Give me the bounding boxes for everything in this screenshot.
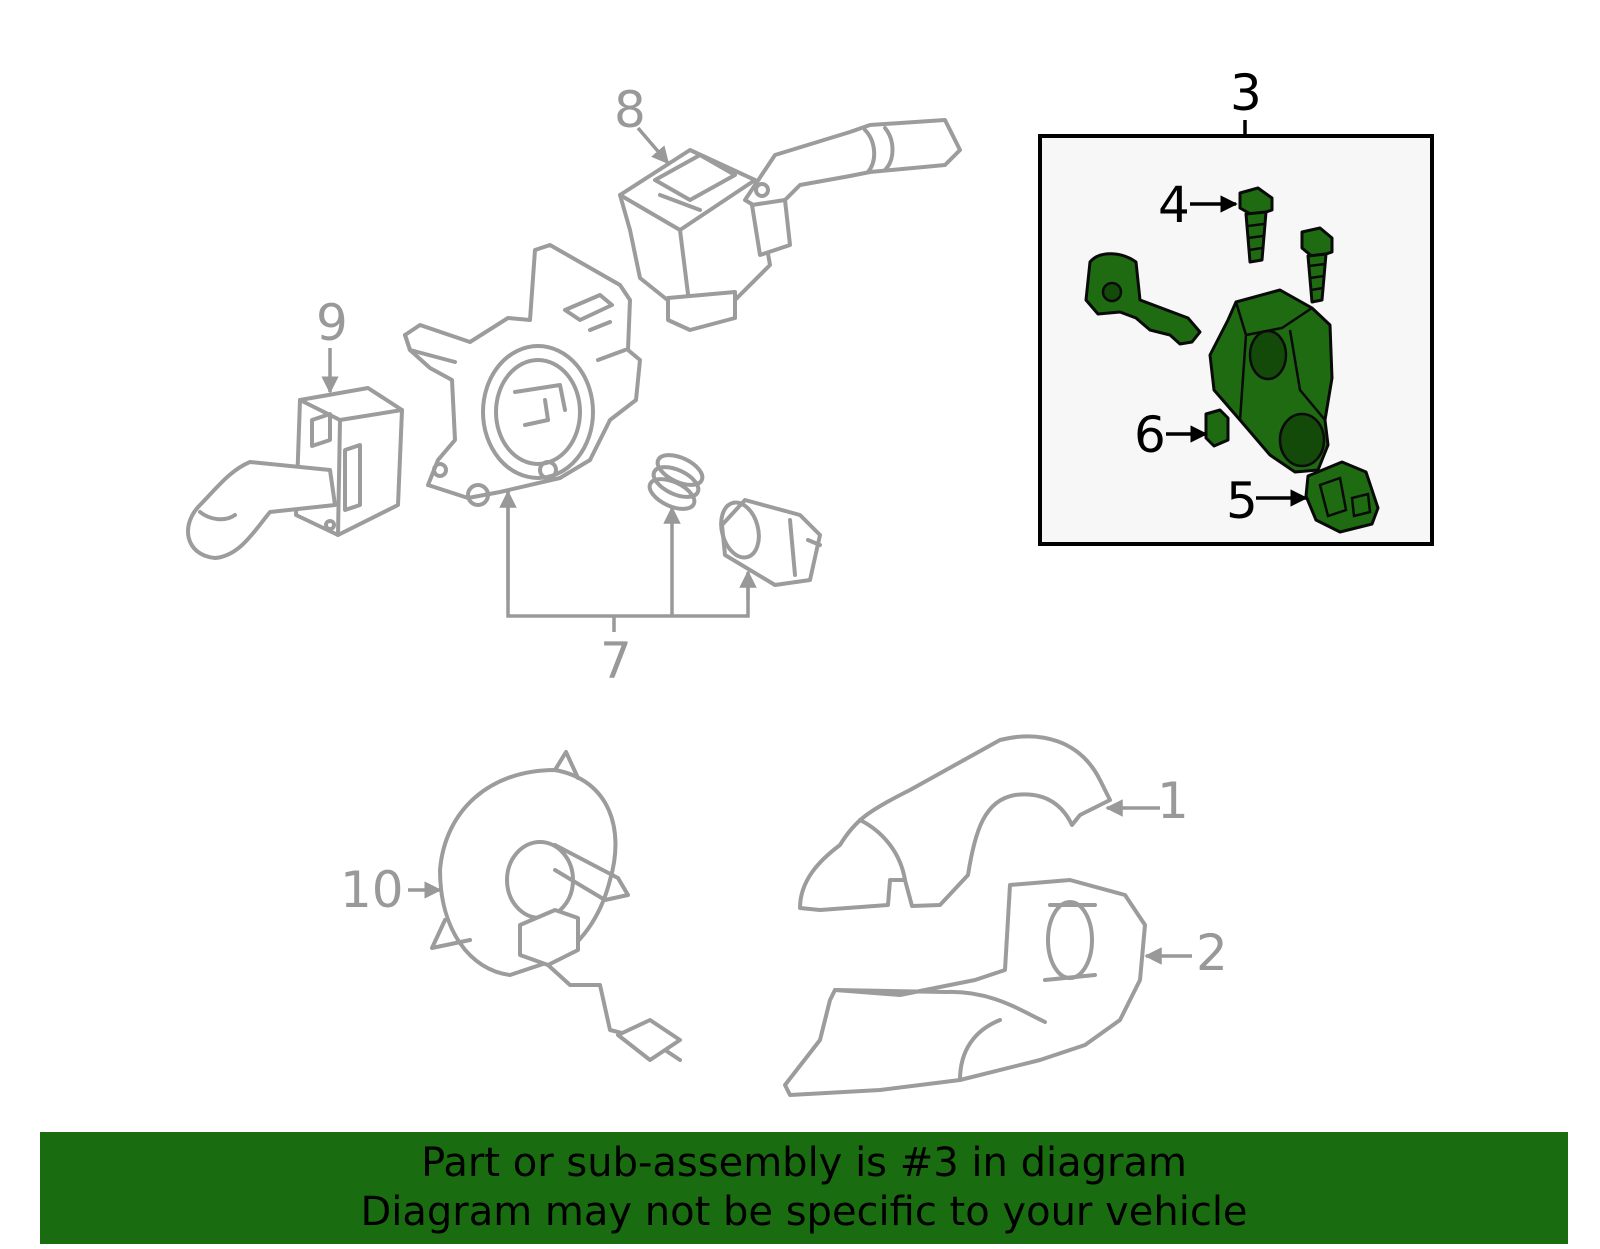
leader-7-main [506, 490, 750, 618]
part-1-upper-cover [798, 734, 1112, 912]
part-7-collar [719, 498, 822, 587]
part-5-switch [1304, 460, 1380, 534]
part-7-spring [647, 453, 705, 511]
callout-6: 6 [1134, 406, 1166, 464]
banner-line-disclaimer: Diagram may not be specific to your vehi… [360, 1189, 1248, 1235]
callout-4: 4 [1158, 176, 1190, 234]
info-banner: Part or sub-assembly is #3 in diagram Di… [40, 1132, 1568, 1244]
callout-1: 1 [1157, 772, 1189, 830]
part-10-clock-spring [430, 750, 682, 1062]
part-3-lock-cylinder-housing [1208, 288, 1334, 474]
callout-7: 7 [600, 632, 632, 690]
callout-2: 2 [1196, 924, 1228, 982]
part-9-wiper-switch [186, 386, 404, 560]
part-3-key [1084, 252, 1202, 346]
leader-8 [636, 126, 670, 165]
callout-9: 9 [316, 294, 348, 352]
part-8-headlamp-switch [618, 118, 962, 332]
callout-3: 3 [1230, 64, 1262, 122]
part-6-clip [1204, 408, 1230, 448]
banner-line-part: Part or sub-assembly is #3 in diagram [421, 1140, 1187, 1186]
callout-8: 8 [614, 81, 646, 139]
part-7-switch-body [403, 243, 642, 507]
callout-10: 10 [340, 861, 404, 919]
part-2-lower-cover [783, 878, 1147, 1097]
part-4-screws [1238, 186, 1334, 304]
leader-lines [321, 120, 1308, 965]
callout-5: 5 [1226, 472, 1258, 530]
